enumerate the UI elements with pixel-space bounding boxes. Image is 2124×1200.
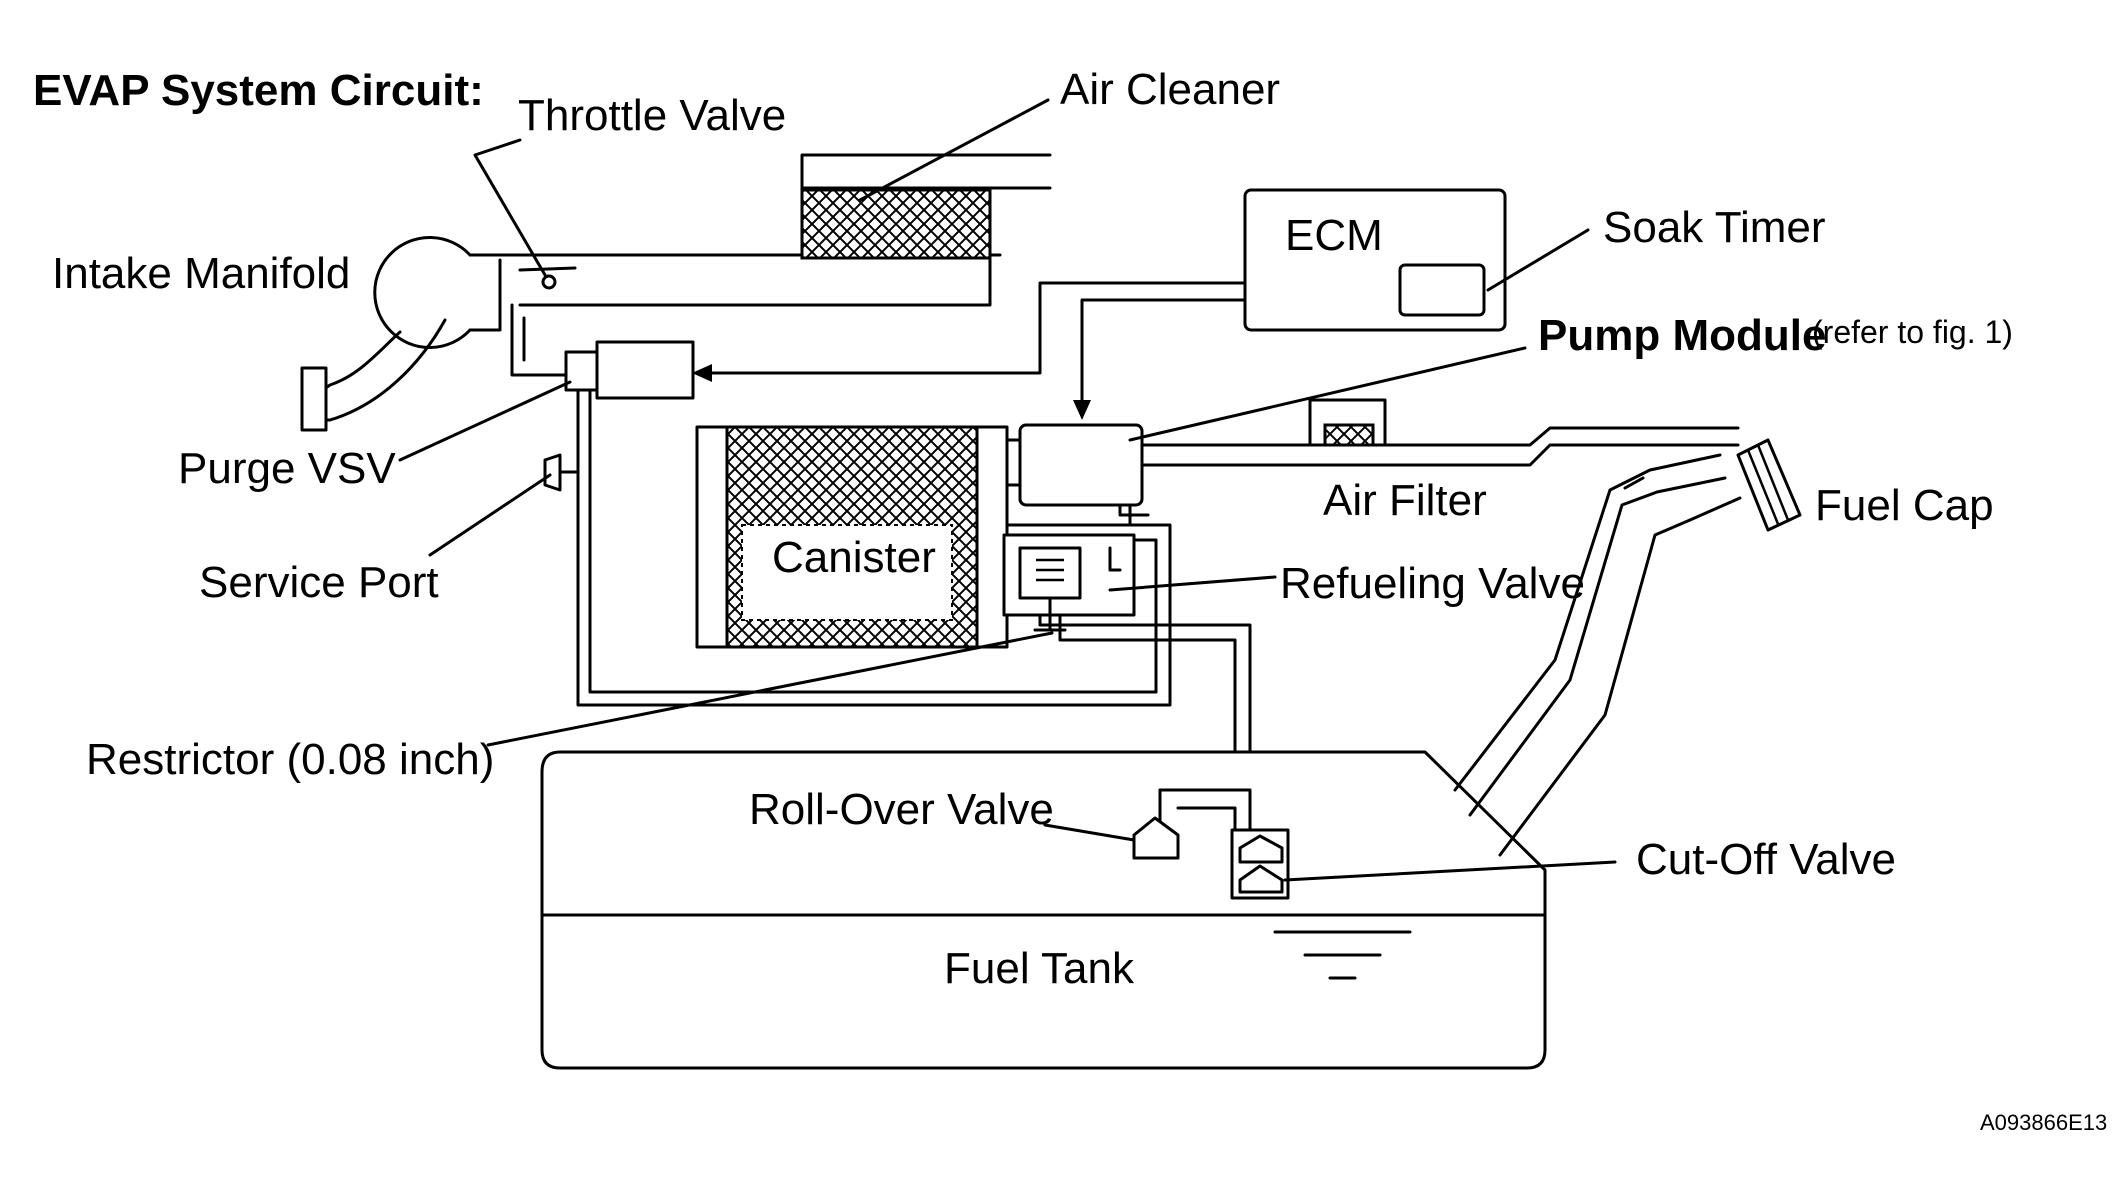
air-cleaner xyxy=(518,153,1052,307)
air-filter xyxy=(1308,398,1387,447)
leader-lines xyxy=(398,98,1617,882)
ecm-label: ECM xyxy=(1285,211,1383,260)
throttle-valve-label: Throttle Valve xyxy=(518,91,786,140)
intake-manifold-label: Intake Manifold xyxy=(52,249,350,298)
fuel-cap xyxy=(1736,438,1802,532)
canister-label: Canister xyxy=(772,533,936,582)
intake-manifold xyxy=(300,236,1002,432)
air-filter-label: Air Filter xyxy=(1323,476,1487,525)
purge-vsv-label: Purge VSV xyxy=(178,444,396,493)
filler-neck xyxy=(1453,453,1742,857)
throttle-valve xyxy=(518,266,577,290)
refueling-valve xyxy=(1002,533,1136,632)
pump-module-ref-label: (refer to fig. 1) xyxy=(1812,314,2013,350)
purge-vsv xyxy=(510,303,695,400)
service-port-label: Service Port xyxy=(199,558,439,607)
pump-module-label: Pump Module xyxy=(1538,311,1826,360)
figure-id: A093866E13 xyxy=(1980,1110,2107,1135)
signal-arrow-pump-icon xyxy=(1073,400,1091,420)
canister: Canister xyxy=(695,425,1009,649)
soak-timer-box xyxy=(1398,263,1486,317)
diagram-title: EVAP System Circuit: xyxy=(33,66,484,115)
soak-timer-label: Soak Timer xyxy=(1603,203,1826,252)
cut-off-valve-label: Cut-Off Valve xyxy=(1636,835,1896,884)
roll-over-valve-label: Roll-Over Valve xyxy=(749,785,1054,834)
fuel-tank-label: Fuel Tank xyxy=(944,944,1135,993)
fuel-cap-label: Fuel Cap xyxy=(1815,481,1994,530)
signal-arrow-vsv-icon xyxy=(692,364,712,382)
service-port xyxy=(543,453,580,492)
refueling-valve-label: Refueling Valve xyxy=(1280,559,1585,608)
cut-off-valve xyxy=(1230,828,1290,900)
fuel-tank: Fuel Tank xyxy=(540,750,1547,1070)
roll-over-valve xyxy=(1132,788,1252,860)
air-cleaner-label: Air Cleaner xyxy=(1060,65,1280,114)
ecm-box: ECM xyxy=(1243,188,1507,332)
restrictor-label: Restrictor (0.08 inch) xyxy=(86,735,494,784)
